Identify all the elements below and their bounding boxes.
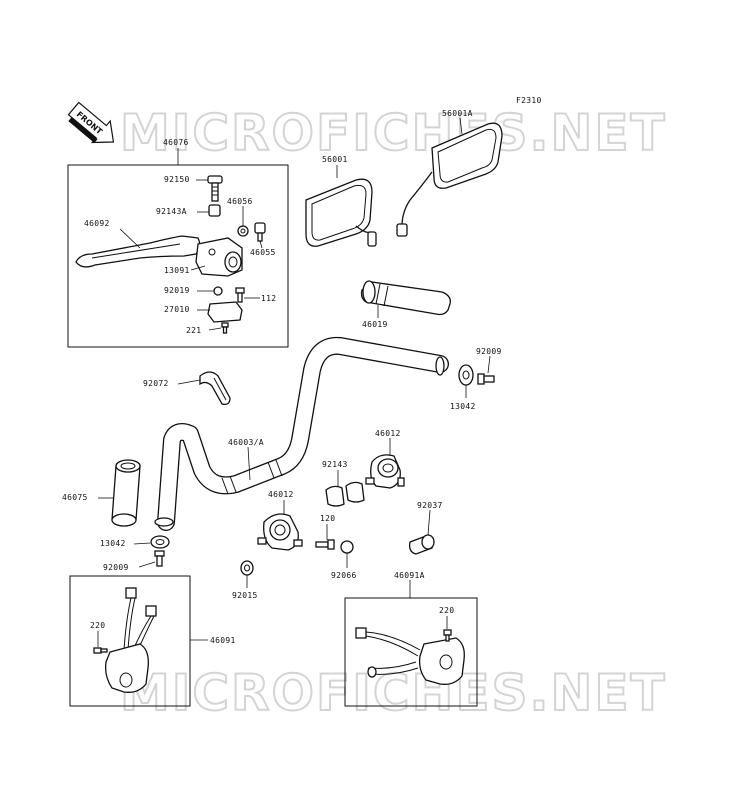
lever-46092 [75,235,201,268]
collar-92143a [208,204,221,217]
label-46091a: 46091A [394,571,425,580]
screw-220-left [93,647,108,654]
figure-code: F2310 [516,96,542,105]
label-112: 112 [261,294,276,303]
grip-46075 [111,459,141,527]
switch-box-right [344,597,478,707]
cap-92066 [340,540,354,554]
label-13042-lower: 13042 [100,539,126,548]
watermark-top: MICROFICHES.NET [120,104,667,162]
screw-112 [235,287,245,303]
label-56001a: 56001A [442,109,473,118]
label-92019: 92019 [164,286,190,295]
weight-13042-upper [458,364,474,386]
switch-46091a [355,627,465,685]
label-92072: 92072 [143,379,169,388]
label-120: 120 [320,514,335,523]
guide-92143 [325,481,365,507]
washer-92015 [240,560,254,576]
switch-46055 [254,222,266,242]
label-92009-lower: 92009 [103,563,129,572]
label-92066: 92066 [331,571,357,580]
label-220-left: 220 [90,621,105,630]
handlebar-46003a [154,336,449,531]
screw-220-right [443,629,452,642]
label-92009-upper: 92009 [476,347,502,356]
label-92037: 92037 [417,501,443,510]
label-56001: 56001 [322,155,348,164]
label-46003a: 46003/A [228,438,264,447]
watermark-bottom: MICROFICHES.NET [120,664,667,722]
housing-46012-left [257,513,303,551]
bracket-92037 [408,534,435,555]
label-92015: 92015 [232,591,258,600]
label-13042-upper: 13042 [450,402,476,411]
clamp-27010 [207,301,243,323]
label-92143a: 92143A [156,207,187,216]
screw-120 [315,539,335,550]
switch-box-left [69,575,191,707]
label-46012-left: 46012 [268,490,294,499]
grip-46019 [360,280,451,316]
bracket-13091 [195,237,243,277]
label-46012-right: 46012 [375,429,401,438]
label-46019: 46019 [362,320,388,329]
switch-46091 [104,587,157,693]
label-46076: 46076 [163,138,189,147]
label-220-right: 220 [439,606,454,615]
screw-221 [221,322,229,334]
bolt-92009-lower [154,550,165,567]
mirror-56001 [305,178,377,247]
label-46091: 46091 [210,636,236,645]
weight-13042-lower [150,535,170,549]
label-92143: 92143 [322,460,348,469]
label-46092: 46092 [84,219,110,228]
strap-92072 [199,371,231,406]
nut-92019 [213,286,223,296]
fitting-46056 [237,225,249,237]
label-27010: 27010 [164,305,190,314]
label-221: 221 [186,326,201,335]
housing-46012-right [365,454,405,489]
bolt-92009-upper [477,373,495,385]
label-92150: 92150 [164,175,190,184]
bolt-92150 [207,175,223,202]
label-46075: 46075 [62,493,88,502]
front-arrow-icon: FRONT [67,101,115,144]
label-46055: 46055 [250,248,276,257]
mirror-56001a [396,122,503,237]
label-46056: 46056 [227,197,253,206]
label-13091: 13091 [164,266,190,275]
